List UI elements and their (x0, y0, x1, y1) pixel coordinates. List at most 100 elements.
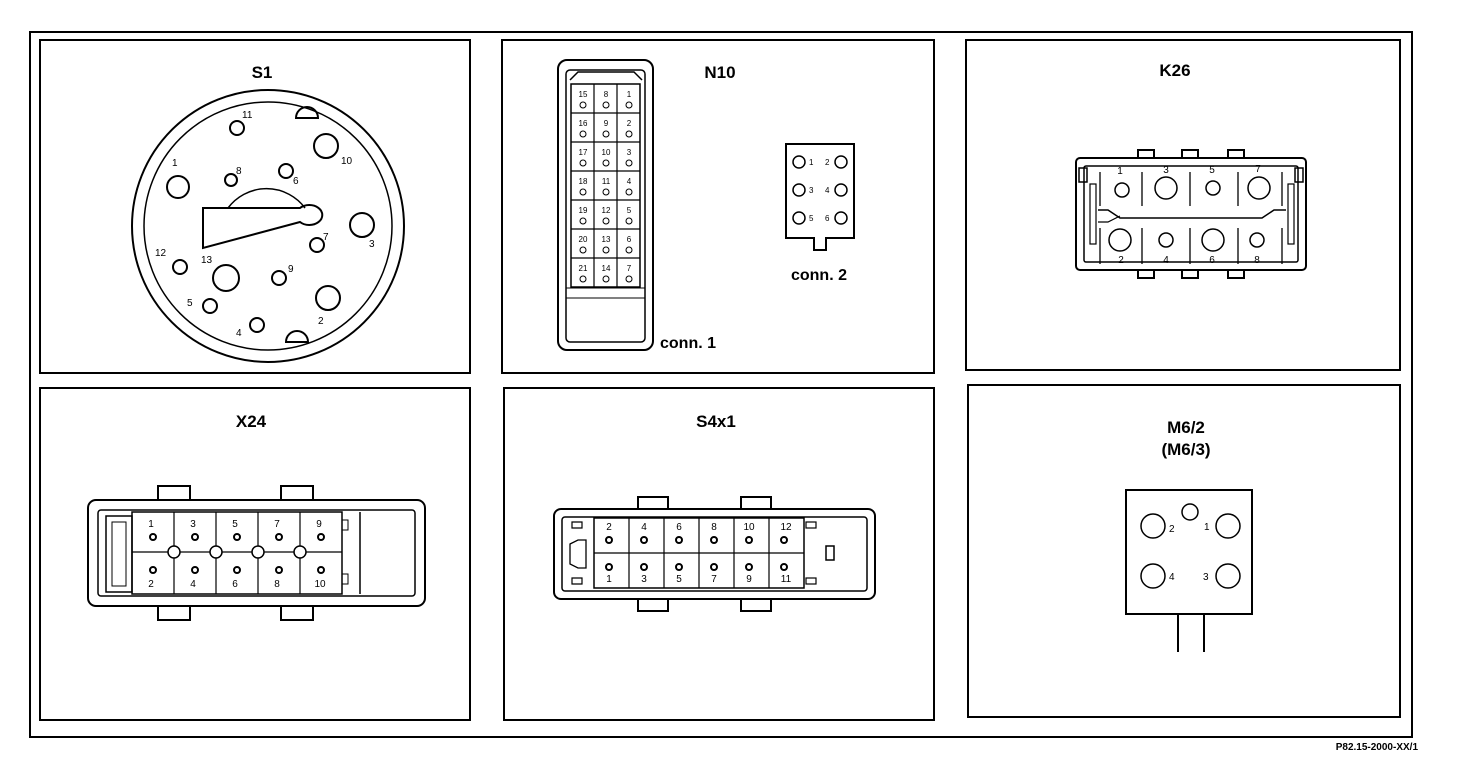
s1-title: S1 (252, 63, 273, 82)
s1-pin-5: 5 (187, 298, 193, 309)
x24-pin-2: 2 (148, 579, 154, 590)
n10-c1-pin-5: 5 (627, 206, 632, 215)
s4x1-pin-11: 11 (781, 574, 792, 585)
s1-switch-drawing (131, 89, 405, 363)
s1-pin-4: 4 (236, 328, 242, 339)
panel-n10: N10 15 8 1 16 (501, 39, 935, 374)
m6-pin-3: 3 (1203, 572, 1209, 583)
m6-title: M6/2 (1167, 418, 1205, 437)
panel-s1-frame (39, 39, 471, 374)
k26-pin-8: 8 (1254, 255, 1260, 266)
m6-pin-1: 1 (1204, 522, 1210, 533)
x24-connector-drawing (87, 485, 426, 621)
n10-c1-pin-20: 20 (579, 235, 588, 244)
n10-c1-pin-8: 8 (604, 90, 609, 99)
x24-pin-6: 6 (232, 579, 238, 590)
x24-pin-1: 1 (148, 519, 154, 530)
n10-c1-pin-4: 4 (627, 177, 632, 186)
k26-pin-6: 6 (1209, 255, 1215, 266)
n10-c2-pin-2: 2 (825, 158, 830, 167)
s4x1-pin-10: 10 (743, 522, 755, 533)
m6-pin-4: 4 (1169, 572, 1175, 583)
s4x1-pin-12: 12 (780, 522, 792, 533)
panel-x24-frame (39, 387, 471, 721)
n10-conn2-label: conn. 2 (791, 267, 847, 284)
x24-pin-10: 10 (314, 579, 326, 590)
n10-c1-pin-21: 21 (579, 264, 588, 273)
k26-pin-5: 5 (1209, 165, 1215, 176)
n10-c2-pin-3: 3 (809, 186, 814, 195)
k26-pin-4: 4 (1163, 255, 1169, 266)
s4x1-pin-9: 9 (746, 574, 752, 585)
n10-c2-pin-5: 5 (809, 214, 814, 223)
s1-pin-3: 3 (369, 239, 375, 250)
x24-pin-9: 9 (316, 519, 322, 530)
n10-c1-pin-11: 11 (602, 177, 611, 186)
n10-c1-pin-3: 3 (627, 148, 632, 157)
s1-pin-9: 9 (288, 264, 294, 275)
n10-conn1-pin-labels: 15 8 1 16 9 2 17 10 3 18 11 4 19 12 5 20… (579, 90, 632, 273)
panel-s4x1: S4x1 2 4 6 8 10 (503, 387, 935, 721)
s4x1-pin-2: 2 (606, 522, 612, 533)
x24-pin-8: 8 (274, 579, 280, 590)
s4x1-pin-3: 3 (641, 574, 647, 585)
s1-pin-10: 10 (341, 156, 353, 167)
s1-pin-labels: 1 2 3 4 5 6 7 8 9 10 11 12 13 (155, 110, 375, 339)
s4x1-pin-1: 1 (606, 574, 612, 585)
s4x1-pin-5: 5 (676, 574, 682, 585)
n10-c2-pin-4: 4 (825, 186, 830, 195)
figure-reference: P82.15-2000-XX/1 (1336, 742, 1419, 753)
k26-pin-labels: 1 3 5 7 2 4 6 8 (1117, 164, 1261, 266)
s1-pin-12: 12 (155, 248, 167, 259)
panel-s4x1-frame (503, 387, 935, 721)
panel-k26: K26 1 3 5 7 2 (965, 39, 1401, 371)
k26-pin-3: 3 (1163, 165, 1169, 176)
outer-frame (29, 31, 1413, 738)
x24-pin-4: 4 (190, 579, 196, 590)
m6-connector-drawing (1125, 489, 1253, 652)
s4x1-pin-4: 4 (641, 522, 647, 533)
m6-pin-labels: 2 1 4 3 (1169, 522, 1210, 583)
panel-n10-frame (501, 39, 935, 374)
s1-pin-1: 1 (172, 158, 178, 169)
panel-x24: X24 1 3 5 7 (39, 387, 471, 721)
x24-pin-5: 5 (232, 519, 238, 530)
n10-c1-pin-19: 19 (579, 206, 588, 215)
s1-pin-8: 8 (236, 166, 242, 177)
s4x1-pin-8: 8 (711, 522, 717, 533)
m6-subtitle: (M6/3) (1161, 440, 1210, 459)
s1-pin-7: 7 (323, 232, 329, 243)
n10-c1-pin-10: 10 (602, 148, 611, 157)
x24-title: X24 (236, 412, 267, 431)
s4x1-title: S4x1 (696, 412, 736, 431)
s4x1-pin-6: 6 (676, 522, 682, 533)
n10-c1-pin-18: 18 (579, 177, 588, 186)
x24-pin-7: 7 (274, 519, 280, 530)
panel-k26-frame (965, 39, 1401, 371)
k26-title: K26 (1159, 61, 1190, 80)
x24-pin-labels: 1 3 5 7 9 2 4 6 8 10 (148, 519, 326, 590)
s1-pin-11: 11 (242, 110, 253, 121)
n10-c1-pin-14: 14 (602, 264, 611, 273)
k26-pin-2: 2 (1118, 255, 1124, 266)
m6-pin-2: 2 (1169, 524, 1175, 535)
s1-pin-2: 2 (318, 316, 324, 327)
n10-c1-pin-9: 9 (604, 119, 609, 128)
n10-conn1-drawing (557, 59, 654, 351)
k26-pin-7: 7 (1255, 164, 1261, 175)
s4x1-pin-7: 7 (711, 574, 717, 585)
n10-c1-pin-13: 13 (602, 235, 611, 244)
n10-c1-pin-12: 12 (602, 206, 611, 215)
s4x1-pin-labels: 2 4 6 8 10 12 1 3 5 7 9 11 (606, 522, 792, 585)
panel-m6: M6/2 (M6/3) 2 1 4 3 (967, 384, 1401, 718)
n10-c1-pin-1: 1 (627, 90, 632, 99)
k26-connector-drawing (1075, 149, 1307, 279)
s4x1-connector-drawing (553, 496, 876, 612)
s1-pin-6: 6 (293, 176, 299, 187)
panel-s1: S1 1 2 3 4 5 6 (39, 39, 471, 374)
s1-pin-13: 13 (201, 255, 213, 266)
n10-c1-pin-16: 16 (579, 119, 588, 128)
n10-c1-pin-2: 2 (627, 119, 632, 128)
n10-c1-pin-6: 6 (627, 235, 632, 244)
